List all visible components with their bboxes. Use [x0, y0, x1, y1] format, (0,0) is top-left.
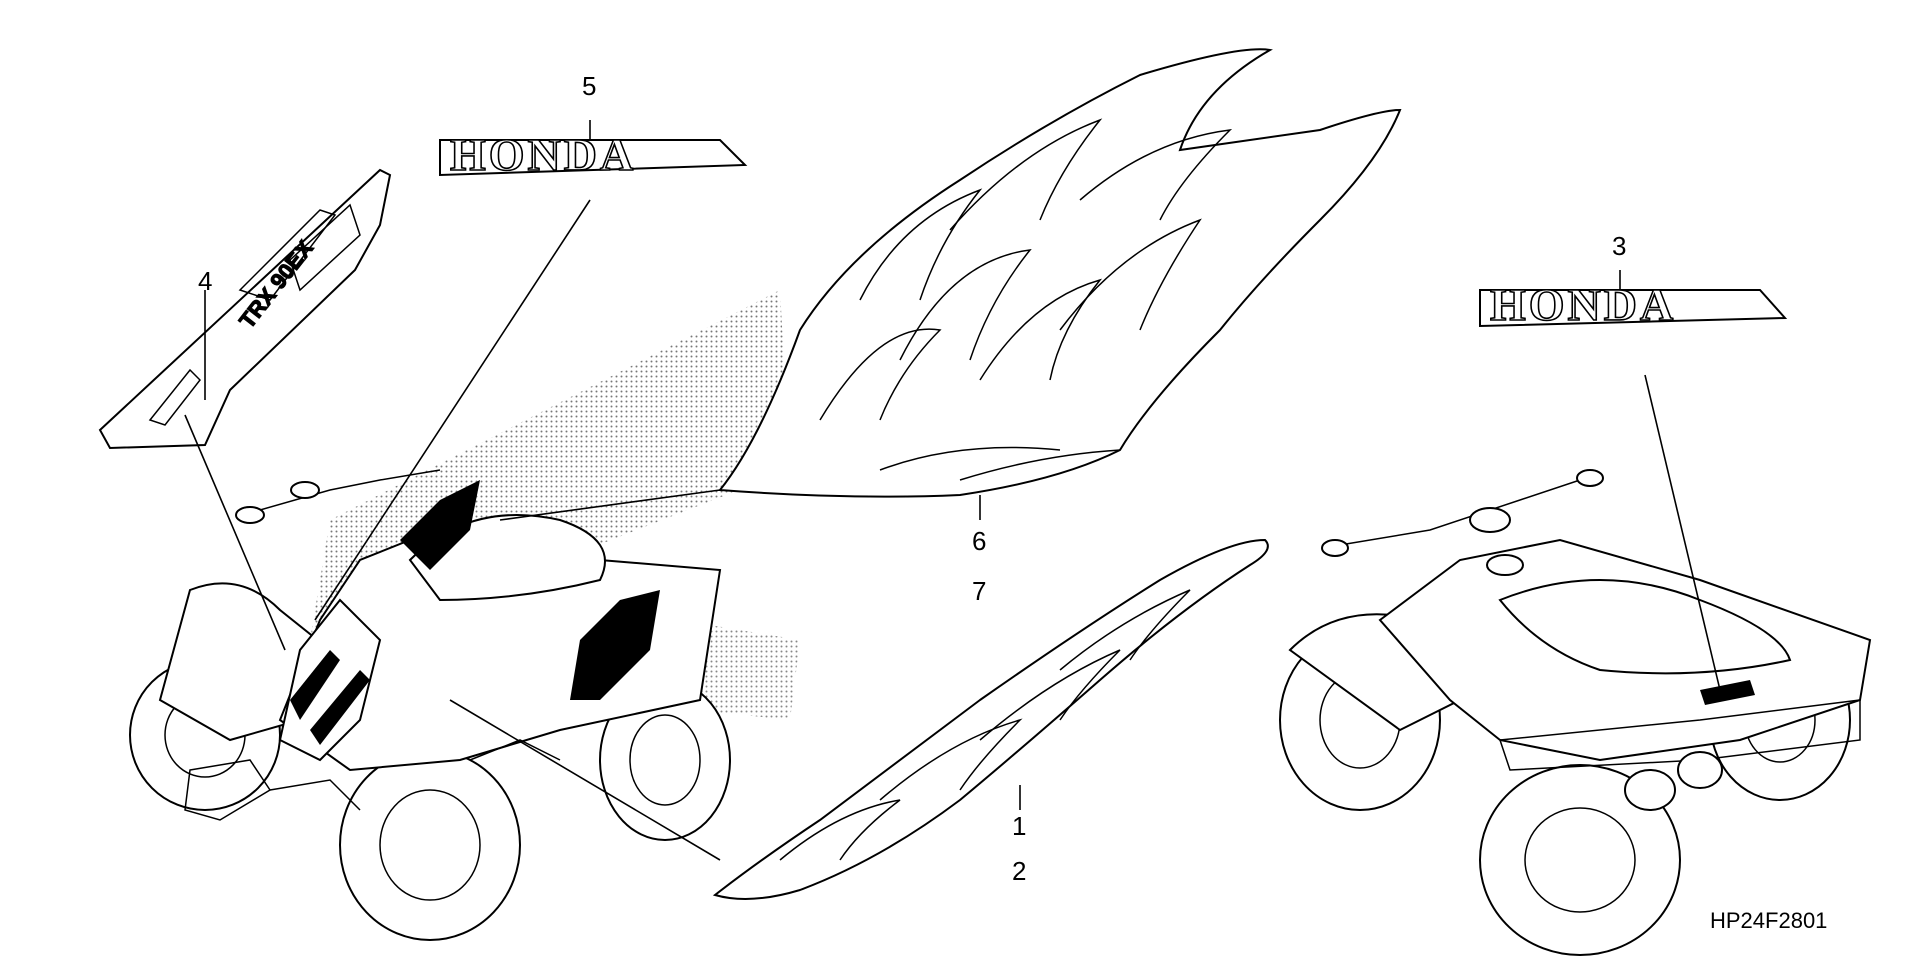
honda-emblem-right-text: HONDA: [1490, 279, 1676, 330]
leader-line-flame-to-atv: [499, 489, 721, 521]
callout-4: 4: [198, 266, 212, 296]
black-stripe-decal-front: [290, 650, 340, 720]
black-flame-decal-tank: [400, 480, 480, 570]
callout-6: 6: [972, 526, 986, 556]
body-panel: [278, 518, 722, 772]
fuel-cap: [1486, 554, 1524, 576]
callout-1: 1: [1012, 811, 1026, 841]
honda-emblem-right: HONDA: [1479, 278, 1788, 331]
callout-7: 7: [972, 576, 986, 606]
front-right-wheel: [339, 749, 521, 941]
leader-lines: [184, 120, 1721, 861]
front-nose: [278, 598, 382, 762]
leader-line-4: [184, 414, 286, 651]
diagram-code: HP24F2801: [1710, 908, 1827, 933]
callout-3: 3: [1612, 231, 1626, 261]
leader-line-flame-long: [449, 699, 721, 861]
black-flame-decal-side: [570, 590, 660, 700]
atv-front-illustration: [129, 290, 800, 941]
rear-handlebar: [1339, 479, 1581, 546]
honda-emblem-right-outline: [1479, 289, 1788, 328]
flame-decal-large: [718, 48, 1402, 498]
honda-emblem-top-outline: [439, 139, 748, 177]
rear-seat: [1498, 579, 1792, 675]
flame-decal-long: [712, 538, 1269, 900]
trx-stripe-emblem: TRX 90EX: [98, 168, 392, 450]
rear-rack: [1498, 699, 1861, 771]
callout-5: 5: [582, 71, 596, 101]
atv-rear-illustration: [1279, 469, 1872, 956]
honda-emblem-top-text: HONDA: [450, 129, 636, 180]
leader-line-5: [314, 199, 591, 621]
honda-emblem-top: HONDA: [439, 128, 748, 181]
flame-decal-long-outline: [712, 538, 1269, 900]
leader-line-3: [1644, 374, 1721, 691]
front-bumper: [184, 759, 272, 821]
trx-stripe-outline: [98, 168, 392, 450]
rear-right-wheel-2: [1479, 764, 1681, 956]
flame-decal-large-outline: [718, 48, 1402, 498]
callout-2: 2: [1012, 856, 1026, 886]
